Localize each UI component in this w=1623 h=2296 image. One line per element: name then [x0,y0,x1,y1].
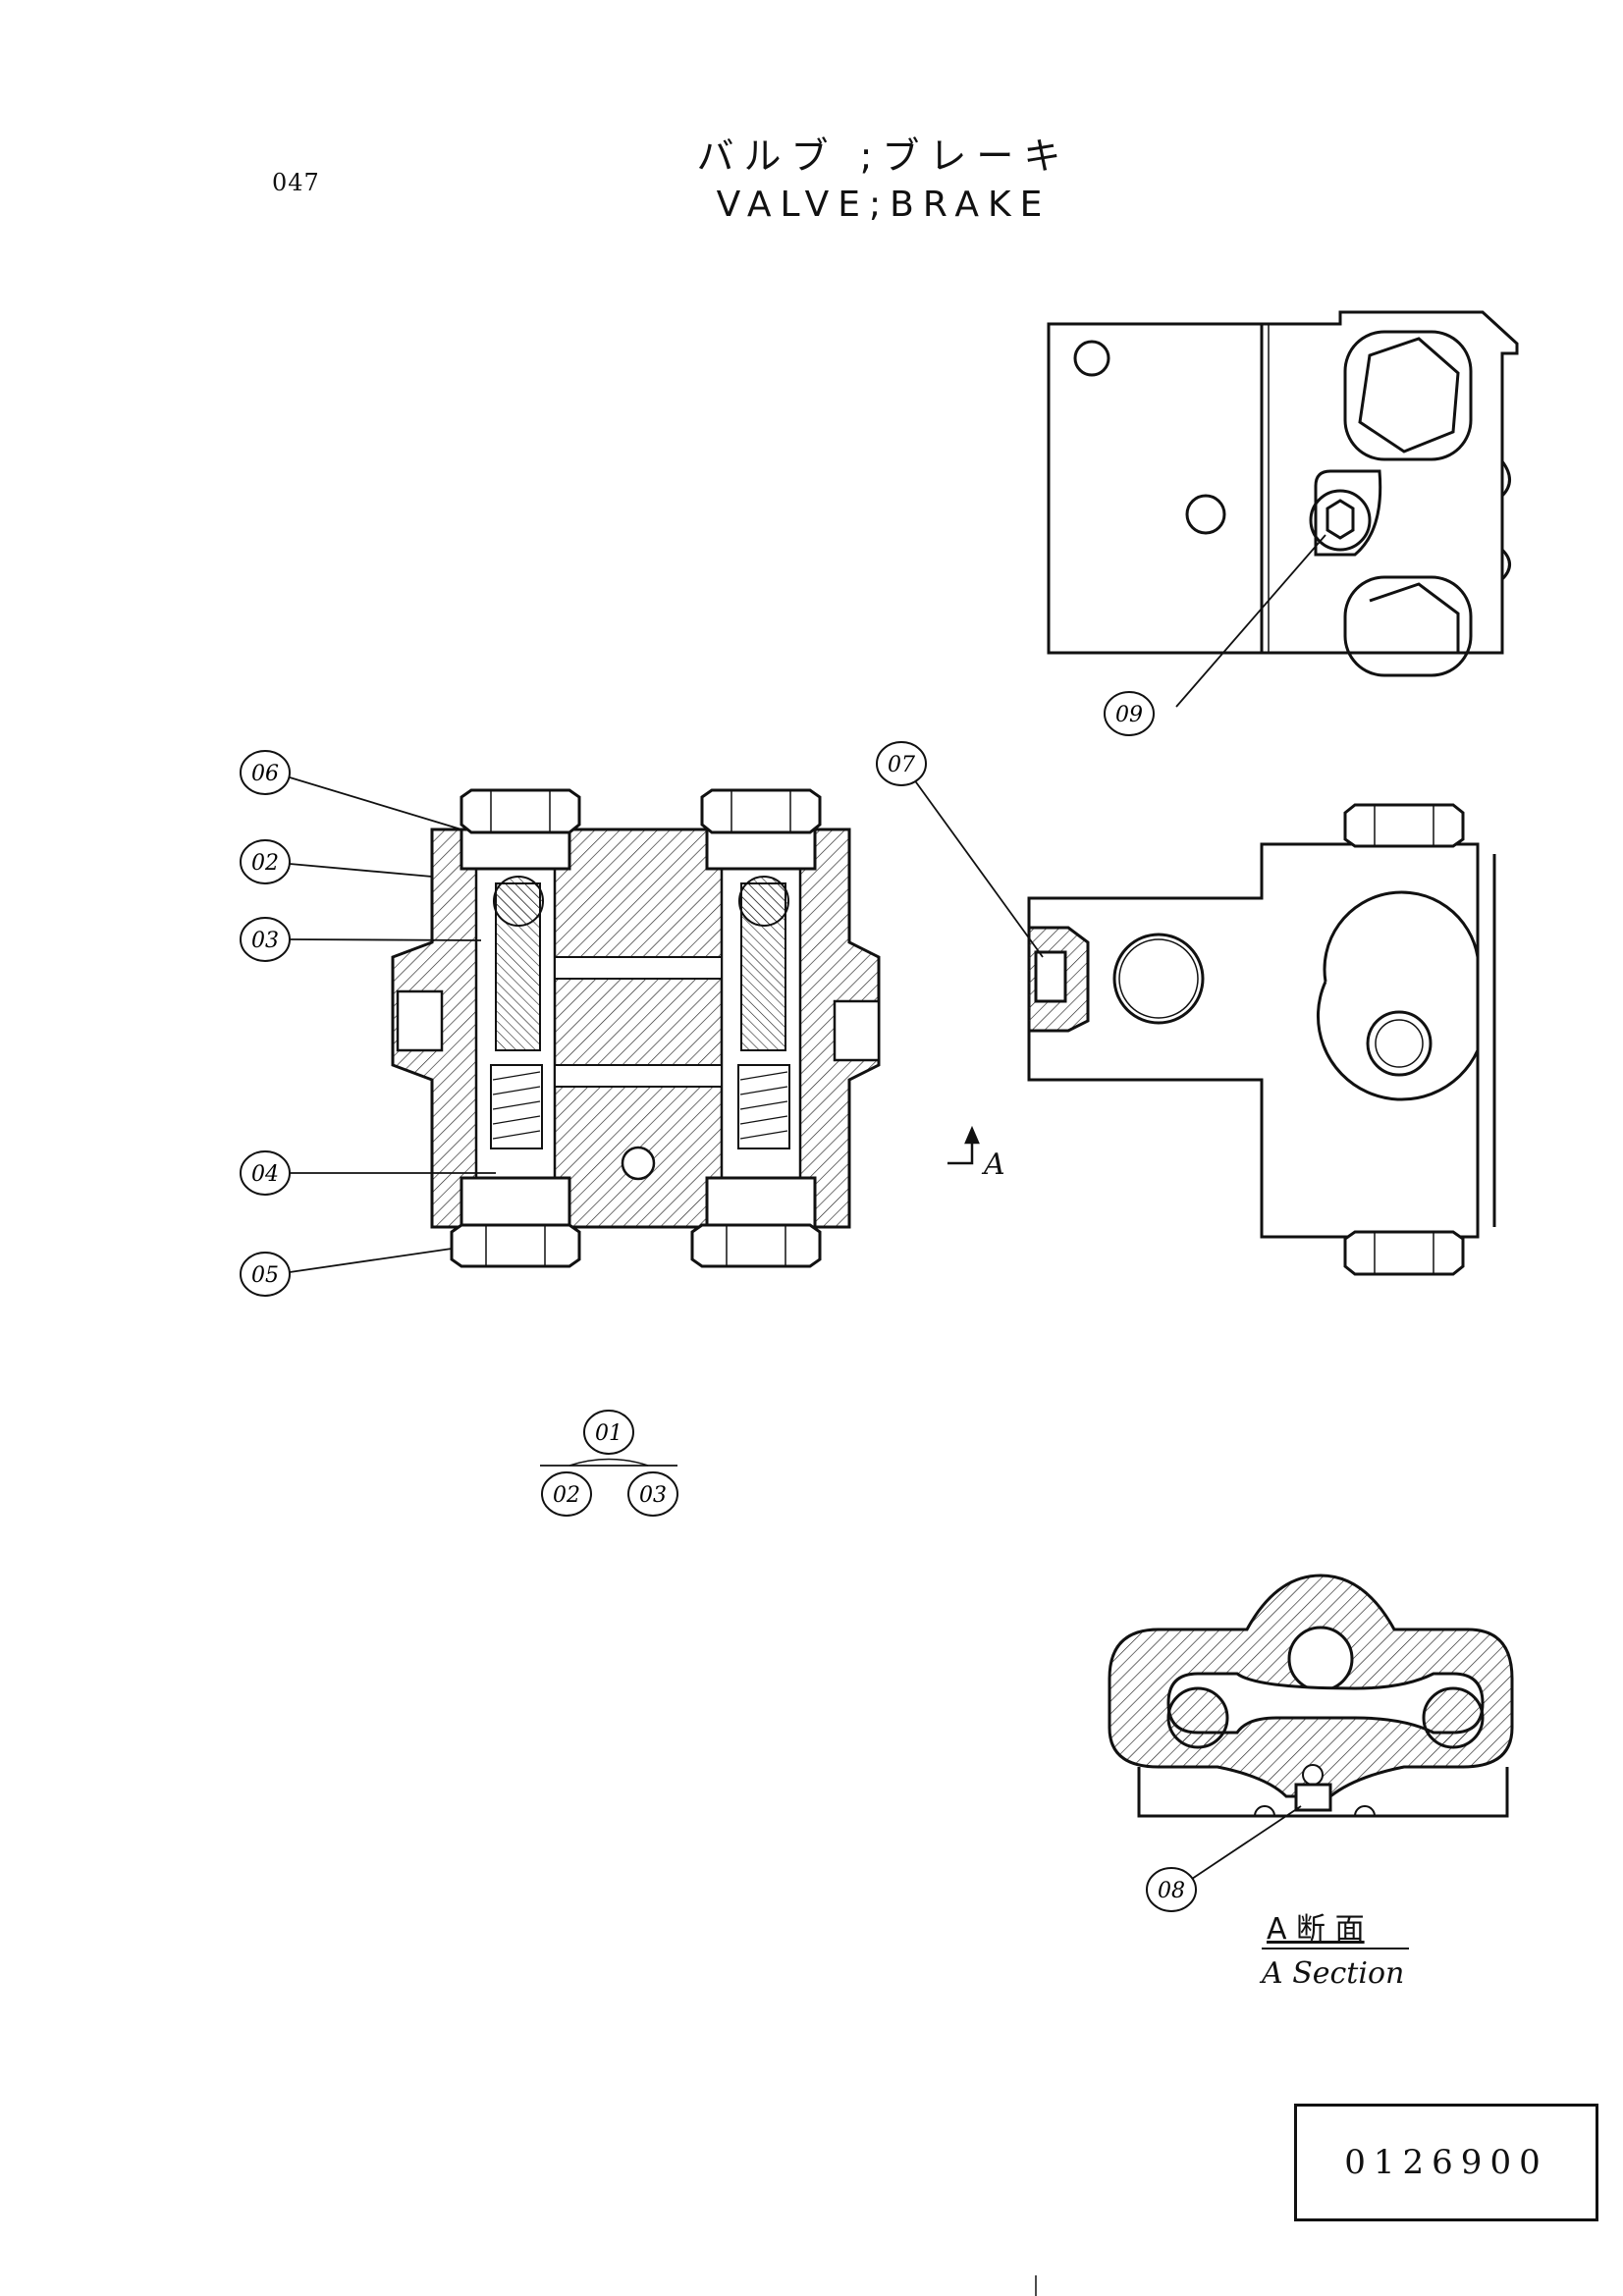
svg-text:02: 02 [251,851,279,876]
svg-text:07: 07 [888,753,915,777]
callout-09: 09 [1104,691,1155,736]
document-number: 0126900 [1344,2143,1548,2182]
callout-03: 03 [240,917,291,962]
svg-text:08: 08 [1158,1879,1185,1903]
svg-text:09: 09 [1115,703,1143,727]
a-section-view [1108,1574,1514,1818]
document-number-box: 0126900 [1294,2104,1598,2221]
svg-text:01: 01 [595,1421,622,1446]
side-view [1027,803,1496,1276]
title-english: VALVE;BRAKE [716,185,1052,225]
svg-text:05: 05 [251,1263,279,1288]
svg-text:03: 03 [639,1483,667,1508]
section-marker [947,1125,980,1165]
section-caption-jp: A 断 面 [1267,1912,1365,1947]
title-japanese: バルブ ;ブレーキ [696,134,1071,178]
callout-06: 06 [240,750,291,795]
svg-text:02: 02 [553,1483,580,1508]
callout-04: 04 [240,1150,291,1196]
svg-text:03: 03 [251,929,279,953]
top-view [1047,310,1519,677]
callout-05: 05 [240,1252,291,1297]
page-number: 047 [272,169,320,196]
svg-text:06: 06 [251,762,279,786]
svg-text:04: 04 [251,1162,279,1187]
section-marker-label: A [981,1148,1005,1182]
section-caption-en: A Section [1259,1956,1404,1991]
callout-08: 08 [1146,1867,1197,1912]
leader-lines [289,534,1326,1886]
assembly-composition: 01 02 03 [541,1410,678,1517]
callout-07: 07 [876,741,927,786]
callout-02: 02 [240,839,291,884]
cross-section-view [391,788,881,1268]
